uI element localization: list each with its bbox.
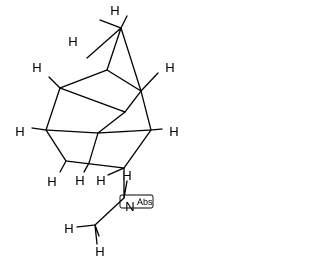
bond [120, 27, 142, 92]
hydrogen-label: H [169, 124, 178, 139]
bond [94, 197, 125, 226]
bond [88, 132, 99, 164]
hydrogen-label: H [47, 174, 56, 189]
bond [86, 27, 122, 59]
hydrogen-label: H [64, 221, 73, 236]
bond [97, 111, 126, 134]
bond [65, 160, 125, 169]
bond [106, 27, 122, 71]
bond [99, 19, 122, 29]
hydrogen-label: H [68, 34, 77, 49]
stereo-flag-box [119, 194, 154, 209]
hydrogen-label: H [15, 124, 24, 139]
hydrogen-label: H [95, 244, 104, 259]
molecule-structure-diagram: H H H H H H H H H H H H N Abs [15, 3, 178, 259]
bond [59, 69, 108, 89]
bond [107, 167, 125, 176]
bond [106, 69, 142, 92]
n-methyl-bonds [76, 180, 128, 245]
nitrogen-label: N [125, 199, 134, 214]
bond [76, 224, 96, 228]
stereo-flag-label: Abs [137, 197, 153, 207]
bond [120, 15, 128, 29]
bond [140, 90, 152, 131]
nitrogen-atom: N Abs [119, 194, 154, 214]
hydrogen-label: H [75, 173, 84, 188]
bond [45, 129, 67, 162]
bond [97, 129, 152, 134]
bond [59, 160, 67, 173]
bond [124, 90, 142, 113]
hydrogen-label: H [122, 168, 131, 183]
bond [140, 72, 159, 92]
bond [94, 224, 100, 237]
hydrogen-labels: H H H H H H H H H H H H [15, 3, 178, 259]
hydrogen-bonds [31, 15, 163, 176]
hydrogen-label: H [110, 3, 119, 18]
cage-bonds [45, 27, 152, 199]
hydrogen-label: H [32, 60, 41, 75]
bond [150, 128, 163, 131]
bond [123, 129, 152, 169]
bond [31, 127, 47, 131]
bond [48, 76, 61, 89]
bond [83, 162, 90, 173]
bond [59, 87, 126, 113]
hydrogen-label: H [96, 173, 105, 188]
hydrogen-label: H [165, 60, 174, 75]
bond [45, 129, 99, 134]
bond [45, 87, 61, 131]
bond [94, 224, 98, 245]
